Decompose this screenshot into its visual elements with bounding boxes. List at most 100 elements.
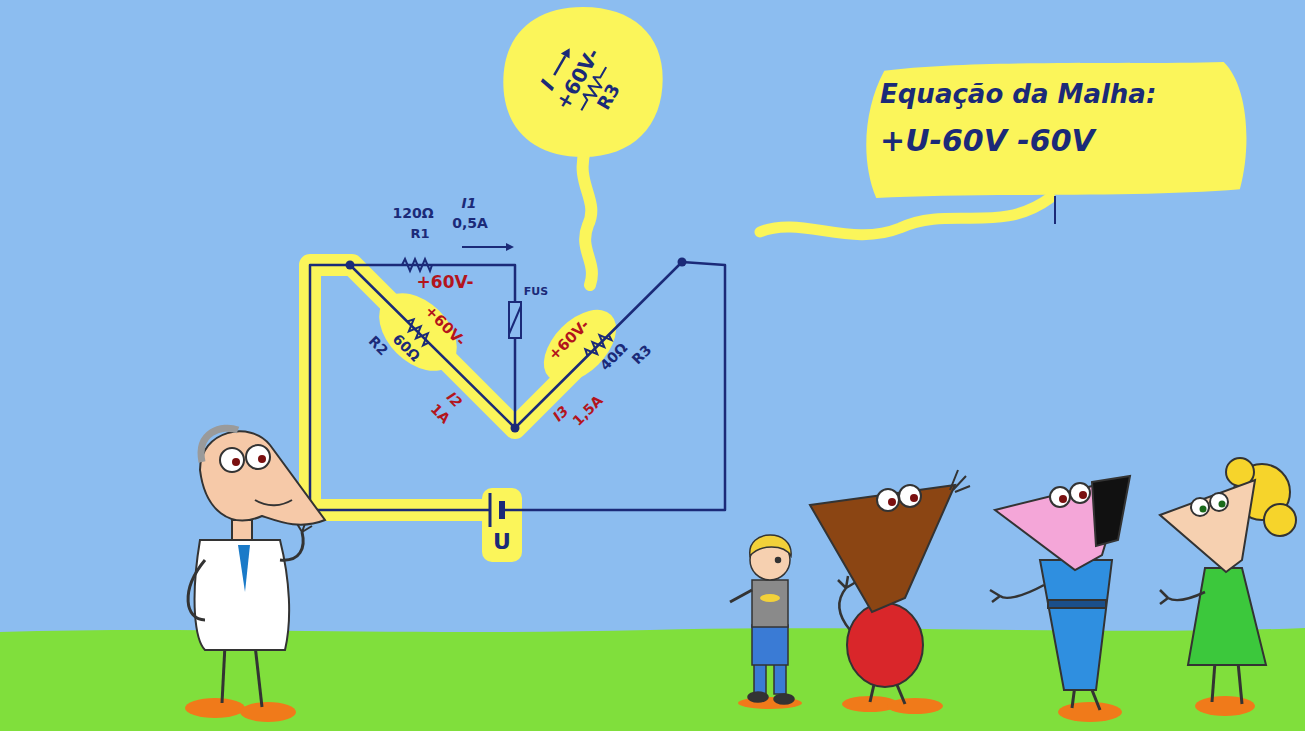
man-figure <box>1079 491 1087 499</box>
highlight <box>482 488 522 562</box>
current-name: I3 <box>550 403 571 424</box>
woman-figure <box>1200 506 1207 513</box>
brown-figure <box>899 485 921 507</box>
fuse-symbol <box>509 302 521 338</box>
bubble-outline <box>866 62 1246 198</box>
bubble-text: Equação da Malha: +U-60V -60V <box>852 56 1256 182</box>
scientist-figure <box>238 545 250 592</box>
brown-figure <box>888 498 896 506</box>
man-figure <box>1092 476 1130 546</box>
part-name: R3 <box>629 342 654 367</box>
brown-figure <box>847 603 923 687</box>
bubble-tail <box>1054 196 1056 224</box>
current-arrow <box>506 243 514 251</box>
boy-figure <box>730 590 752 602</box>
part-name: R1 <box>410 227 429 241</box>
woman-figure <box>1160 590 1205 604</box>
boy-figure <box>774 694 794 704</box>
boy-figure <box>730 535 802 709</box>
current-value: 1,5A <box>570 393 606 429</box>
man-figure <box>1048 600 1106 608</box>
resistor-symbol <box>402 259 613 360</box>
current-arrow <box>462 246 506 248</box>
brown-figure <box>810 485 955 612</box>
current-arrow <box>554 56 565 75</box>
brown-figure <box>810 470 970 714</box>
man-figure <box>1050 487 1070 507</box>
scientist-figure <box>232 458 240 466</box>
scientist-figure <box>280 532 303 560</box>
woman-figure <box>1191 498 1209 516</box>
junction-dot <box>346 261 355 270</box>
boy-figure <box>760 594 780 602</box>
scientist-figure <box>255 645 262 707</box>
woman-figure <box>1188 568 1266 665</box>
current-name: I2 <box>443 389 464 410</box>
source-name: U <box>493 530 511 554</box>
woman-figure <box>1264 504 1296 536</box>
brown-figure <box>950 470 970 492</box>
current-arrow <box>561 45 574 58</box>
resistance-value: 120Ω <box>392 206 433 221</box>
junction-dot <box>511 424 520 433</box>
woman-figure <box>1219 501 1226 508</box>
bubble-tail <box>760 198 1050 235</box>
bubble-heading: Equação da Malha: <box>880 80 1156 110</box>
man-figure <box>1040 560 1112 690</box>
scientist-figure <box>258 455 266 463</box>
voltage-drop: +60V- <box>421 302 468 349</box>
woman-figure <box>1210 493 1228 511</box>
scientist-figure <box>200 431 325 524</box>
voltage-drop: +60V- <box>545 316 592 363</box>
scientist-figure <box>222 645 225 703</box>
fuse-symbol <box>509 306 521 334</box>
boy-figure <box>750 535 791 556</box>
circuit-wire <box>514 338 517 428</box>
scientist-figure <box>220 448 244 472</box>
scientist-figure <box>185 428 325 722</box>
fuse-symbol <box>509 302 521 338</box>
boy-figure <box>776 558 781 563</box>
boy-figure <box>754 662 766 694</box>
scene-illustration <box>0 628 1305 731</box>
current-value: 0,5A <box>452 216 488 231</box>
voltage-drop: +60V- <box>417 273 474 292</box>
circuit-wire <box>310 265 515 510</box>
scientist-figure <box>185 698 245 718</box>
boy-figure <box>774 662 786 694</box>
man-figure <box>1070 483 1090 503</box>
part-name: R2 <box>365 333 390 358</box>
scientist-figure <box>246 445 270 469</box>
boy-figure <box>752 580 788 627</box>
junction-dot <box>678 258 687 267</box>
scientist-figure <box>195 540 290 650</box>
brown-figure <box>838 576 856 630</box>
loop-equation: +U-60V -60V <box>880 124 1095 159</box>
brown-figure <box>887 698 943 714</box>
boy-figure <box>748 692 768 702</box>
scientist-figure <box>255 500 292 505</box>
highlight <box>310 265 629 562</box>
scientist-figure <box>188 560 205 620</box>
woman-figure <box>1160 458 1296 716</box>
junction-dot <box>346 258 687 433</box>
boy-figure <box>752 625 788 665</box>
current-name: I1 <box>462 196 477 211</box>
woman-figure <box>1195 696 1255 716</box>
resistance-value: 60Ω <box>389 331 422 364</box>
brown-figure <box>877 489 899 511</box>
current-arrow <box>462 243 514 251</box>
man-figure <box>1058 702 1122 722</box>
circuit-wire <box>350 262 725 510</box>
resistance-value: 40Ω <box>597 340 630 373</box>
battery-symbol <box>499 501 505 519</box>
brown-figure <box>910 494 918 502</box>
woman-figure <box>1212 662 1215 702</box>
scientist-figure <box>240 702 296 722</box>
resistor-symbol <box>402 259 432 271</box>
man-figure <box>990 476 1130 722</box>
part-name: FUS <box>524 286 548 298</box>
bubble-outline <box>503 7 662 157</box>
